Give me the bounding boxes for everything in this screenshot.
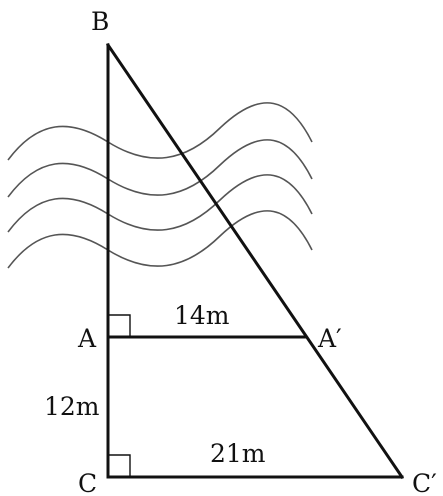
label-point-C-prime: C′ (412, 469, 437, 496)
segment-BC-prime (105, 42, 405, 480)
wave-line-4 (7, 210, 313, 269)
label-length-AC: 12m (44, 392, 100, 421)
right-angle-marker-C (108, 454, 131, 477)
river-waves (7, 102, 313, 269)
label-point-A: A (77, 324, 97, 353)
wave-line-3 (7, 174, 313, 233)
label-length-AA-prime: 14m (174, 301, 230, 330)
right-angle-marker-A (108, 314, 131, 337)
wave-line-1 (7, 102, 313, 161)
wave-line-2 (7, 139, 313, 198)
label-point-B: B (91, 7, 109, 36)
label-point-A-prime: A′ (317, 324, 342, 353)
label-point-C: C (78, 469, 97, 496)
label-length-CC-prime: 21m (210, 439, 266, 468)
